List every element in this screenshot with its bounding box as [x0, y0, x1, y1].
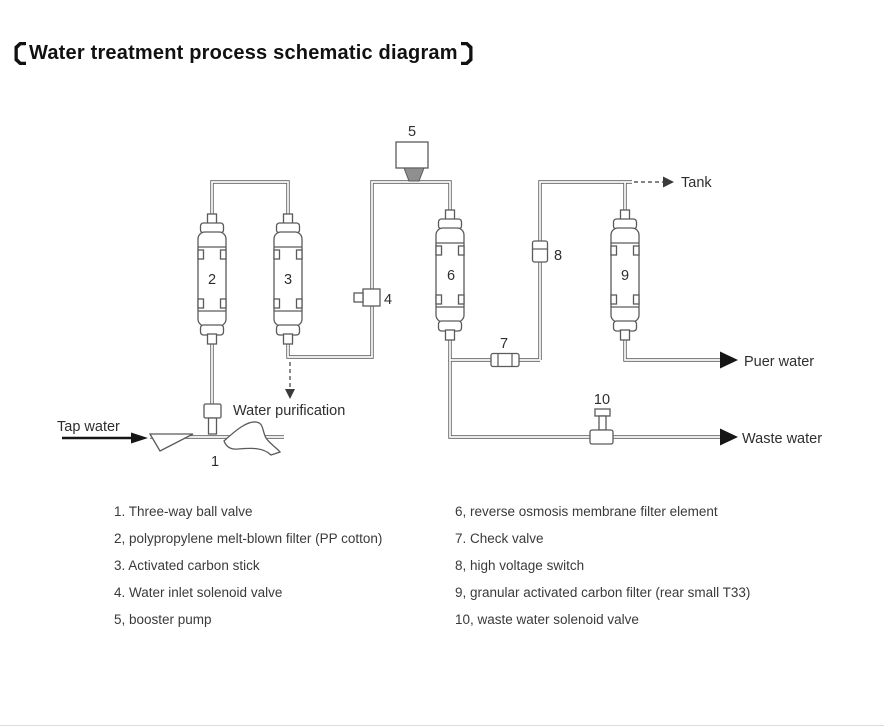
booster-pump [395, 141, 429, 182]
label-8: 8 [554, 248, 562, 264]
tank-arrow-icon [663, 176, 674, 188]
label-9: 9 [621, 268, 629, 284]
legend-item: 8, high voltage switch [455, 558, 585, 573]
check-valve [490, 352, 520, 368]
label-6: 6 [447, 268, 455, 284]
legend-item: 1. Three-way ball valve [114, 504, 253, 519]
tap-water-arrow [62, 432, 148, 444]
waste-water-solenoid-valve [589, 408, 614, 445]
legend-item: 9, granular activated carbon filter (rea… [455, 585, 751, 600]
label-1: 1 [211, 454, 219, 470]
down-arrow-icon [285, 389, 295, 399]
tank-label: Tank [681, 175, 712, 191]
label-5: 5 [408, 124, 416, 140]
label-7: 7 [500, 336, 508, 352]
legend-left-column: 1. Three-way ball valve 2, polypropylene… [114, 498, 382, 633]
legend-item: 3. Activated carbon stick [114, 558, 260, 573]
high-voltage-switch [531, 240, 549, 263]
label-4: 4 [384, 292, 392, 308]
legend-item: 4. Water inlet solenoid valve [114, 585, 283, 600]
right-lenticular-bracket-icon [460, 42, 473, 65]
legend-item: 5, booster pump [114, 612, 212, 627]
tank-connection [634, 176, 674, 188]
three-way-ball-valve [148, 403, 282, 456]
waste-water-arrow-icon [720, 428, 738, 446]
right-arrow-icon [131, 432, 148, 444]
legend-item: 2, polypropylene melt-blown filter (PP c… [114, 531, 383, 546]
tap-water-label: Tap water [57, 419, 120, 435]
left-lenticular-bracket-icon [14, 42, 26, 65]
legend-right-column: 6, reverse osmosis membrane filter eleme… [455, 498, 750, 633]
water-purification-label: Water purification [233, 403, 345, 419]
page-title-text: Water treatment process schematic diagra… [29, 42, 458, 64]
page-title: Water treatment process schematic diagra… [13, 41, 474, 66]
puer-water-label: Puer water [744, 354, 814, 370]
label-10: 10 [594, 392, 610, 408]
bottom-divider [0, 725, 884, 726]
legend-item: 10, waste water solenoid valve [455, 612, 639, 627]
waste-water-label: Waste water [742, 431, 822, 447]
legend-item: 6, reverse osmosis membrane filter eleme… [455, 504, 718, 519]
label-2: 2 [208, 272, 216, 288]
puer-water-arrow-icon [720, 351, 738, 369]
water-inlet-solenoid-valve [353, 288, 381, 307]
legend-item: 7. Check valve [455, 531, 544, 546]
water-purification-arrow [285, 362, 295, 399]
label-3: 3 [284, 272, 292, 288]
